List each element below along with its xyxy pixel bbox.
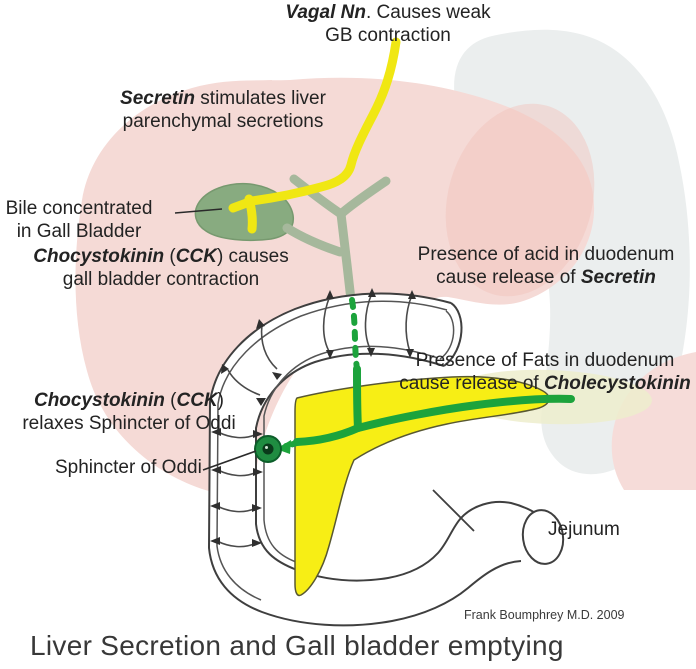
acid-line1: Presence of acid in duodenum [417,244,675,265]
duct-arrow-to-sphincter [276,440,291,454]
pancreatic-bile-ducts [283,297,575,449]
common-bile-duct-lower [353,365,362,432]
cck-causes-emph2: CCK [175,246,217,267]
vagal-tail: . Causes weak [365,2,491,23]
jejunum-outline [432,489,565,565]
secretin-line2: parenchymal secretions [122,111,324,132]
jejunum-marking-line [432,489,475,532]
cck-relaxes-emph2: CCK [176,390,218,411]
duodenum-body [209,293,461,611]
cck-causes-mid: ( [164,246,176,267]
cystic-duct [282,223,345,257]
vagal-nerve-label: Vagal Nn. Causes weak GB contraction [255,1,521,47]
cck-relaxes-tail: ) [217,390,224,411]
fats-line2-head: cause release of [399,373,544,394]
acid-line2-emph: Secretin [580,267,656,288]
duodenum-end-cap-inner [439,310,455,360]
sphincter-of-oddi-label: Sphincter of Oddi [55,457,202,478]
sphincter-of-oddi-marker [254,435,282,463]
bile-line1: Bile concentrated [5,198,153,219]
bile-line2: in Gall Bladder [16,221,142,242]
bile-ducts [282,174,391,305]
bile-duct-dashed-segment [349,297,360,372]
page-title: Liver Secretion and Gall bladder emptyin… [30,630,564,661]
acid-line2-head: cause release of [436,267,581,288]
acid-release-label: Presence of acid in duodenum cause relea… [396,243,696,289]
cck-relaxes-label: Chocystokinin (CCK) relaxes Sphincter of… [6,389,252,435]
pancreatic-duct [293,394,575,446]
cck-relaxes-emph1: Chocystokinin [33,390,165,411]
cck-causes-label: Chocystokinin (CCK) causes gall bladder … [16,245,306,291]
bile-concentrated-label: Bile concentrated in Gall Bladder [0,197,158,243]
vagal-nerve-trunk [247,37,401,206]
fats-line2-emph: Cholecystokinin [543,373,691,394]
author-credit: Frank Boumphrey M.D. 2009 [464,608,625,622]
vagal-emph: Vagal Nn [285,2,366,23]
common-bile-duct [336,209,356,305]
cck-causes-emph1: Chocystokinin [33,246,165,267]
fats-release-label: Presence of Fats in duodenum cause relea… [394,349,696,395]
cck-relaxes-mid: ( [164,390,177,411]
duodenum [207,288,539,627]
fats-line1: Presence of Fats in duodenum [415,350,675,371]
vagal-line2: GB contraction [325,25,451,46]
jejunum-label: Jejunum [548,519,620,540]
duodenum-outer-wall [207,292,522,627]
sphincter-leader-line [202,450,257,471]
secretin-stimulates-label: Secretin stimulates liver parenchymal se… [90,87,356,133]
vagal-nerve-line [228,37,401,234]
jejunum-opening [521,509,565,565]
cck-relaxes-line2: relaxes Sphincter of Oddi [22,413,236,434]
secretin-emph: Secretin [120,88,196,109]
vagal-nerve-branch-down [244,194,257,234]
sphincter-highlight [265,446,268,449]
duodenum-outer-wall-lining [216,300,448,601]
liver-shape [75,77,595,494]
duodenum-flow-arrows [210,288,416,547]
duodenum-inner-wall [255,352,539,582]
cck-causes-line2: gall bladder contraction [62,269,260,290]
cck-causes-tail: ) causes [216,246,289,267]
duodenum-inner-wall-lining [263,345,439,563]
liver-tip-shade [445,103,595,297]
liver-edge-patch [611,352,696,490]
sphincter-center [262,443,274,455]
bile-leader-line [174,208,223,214]
secretin-tail: stimulates liver [195,88,326,109]
left-hepatic-duct [289,174,346,219]
